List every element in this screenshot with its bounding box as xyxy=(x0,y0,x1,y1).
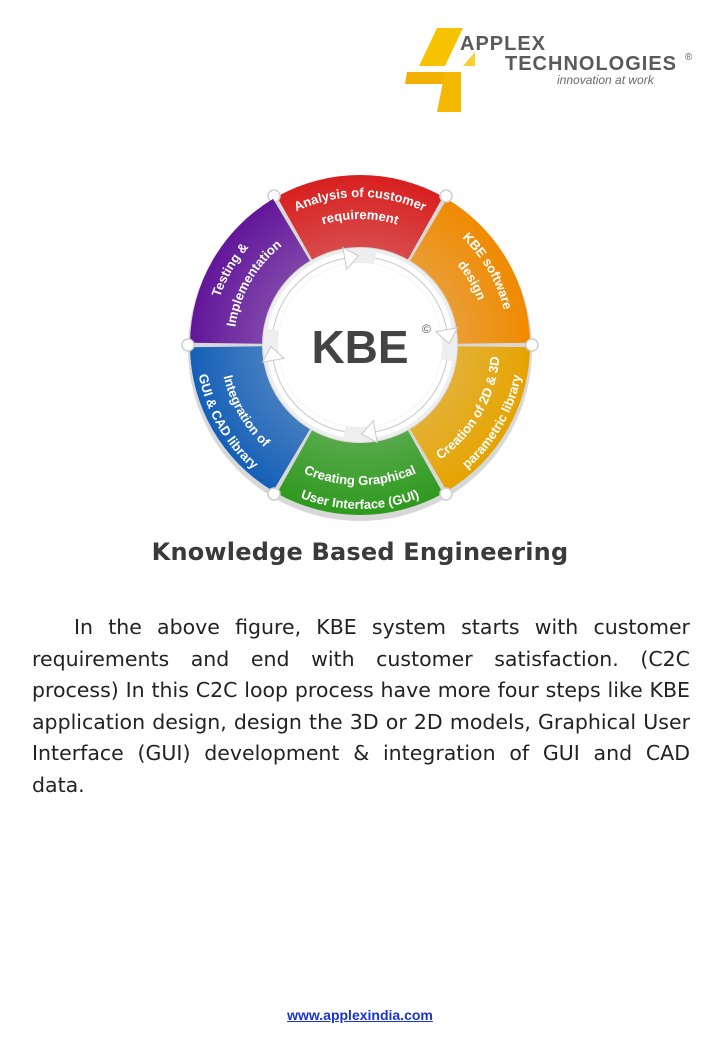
cycle-segment-2 xyxy=(410,198,530,344)
cycle-arrowhead-icon xyxy=(434,327,459,345)
applex-logo: APPLEX TECHNOLOGIES ® innovation at work xyxy=(405,28,693,112)
boundary-node-icon xyxy=(525,338,539,352)
cycle-arrowhead-icon xyxy=(342,246,360,271)
boundary-node-icon xyxy=(439,189,453,203)
cycle-segment-6 xyxy=(190,198,310,344)
boundary-node-icon xyxy=(439,487,453,501)
cycle-arrow-outline xyxy=(375,257,448,330)
cycle-arrowhead-icon xyxy=(360,419,378,444)
boundary-node-icon xyxy=(181,338,195,352)
body-paragraph: In the above figure, KBE system starts w… xyxy=(32,615,690,797)
cycle-arrow-outline xyxy=(375,360,448,433)
logo-mark-icon xyxy=(405,28,475,112)
center-kbe-label: KBE xyxy=(311,321,408,373)
logo-tagline: innovation at work xyxy=(557,73,655,87)
center-copyright-mark: © xyxy=(422,322,431,336)
logo-line2: TECHNOLOGIES xyxy=(505,53,677,75)
cycle-segment-5 xyxy=(190,346,310,492)
cycle-arrow-outline xyxy=(272,360,345,433)
center-disc xyxy=(278,263,442,427)
boundary-node-icon xyxy=(267,189,281,203)
logo-registered-mark: ® xyxy=(685,52,693,63)
website-link[interactable]: www.applexindia.com xyxy=(287,1007,433,1023)
cycle-arrowhead-icon xyxy=(261,345,286,363)
cycle-segment-1 xyxy=(276,175,444,260)
cycle-arrow-outline xyxy=(272,257,345,330)
segment-1-label-line-2: requirement xyxy=(320,207,401,228)
cycle-segment-4 xyxy=(276,430,444,515)
cycle-segment-3 xyxy=(410,346,530,492)
boundary-node-icon xyxy=(267,487,281,501)
logo-line1: APPLEX xyxy=(460,33,546,55)
diagram-title: Knowledge Based Engineering xyxy=(151,538,569,566)
